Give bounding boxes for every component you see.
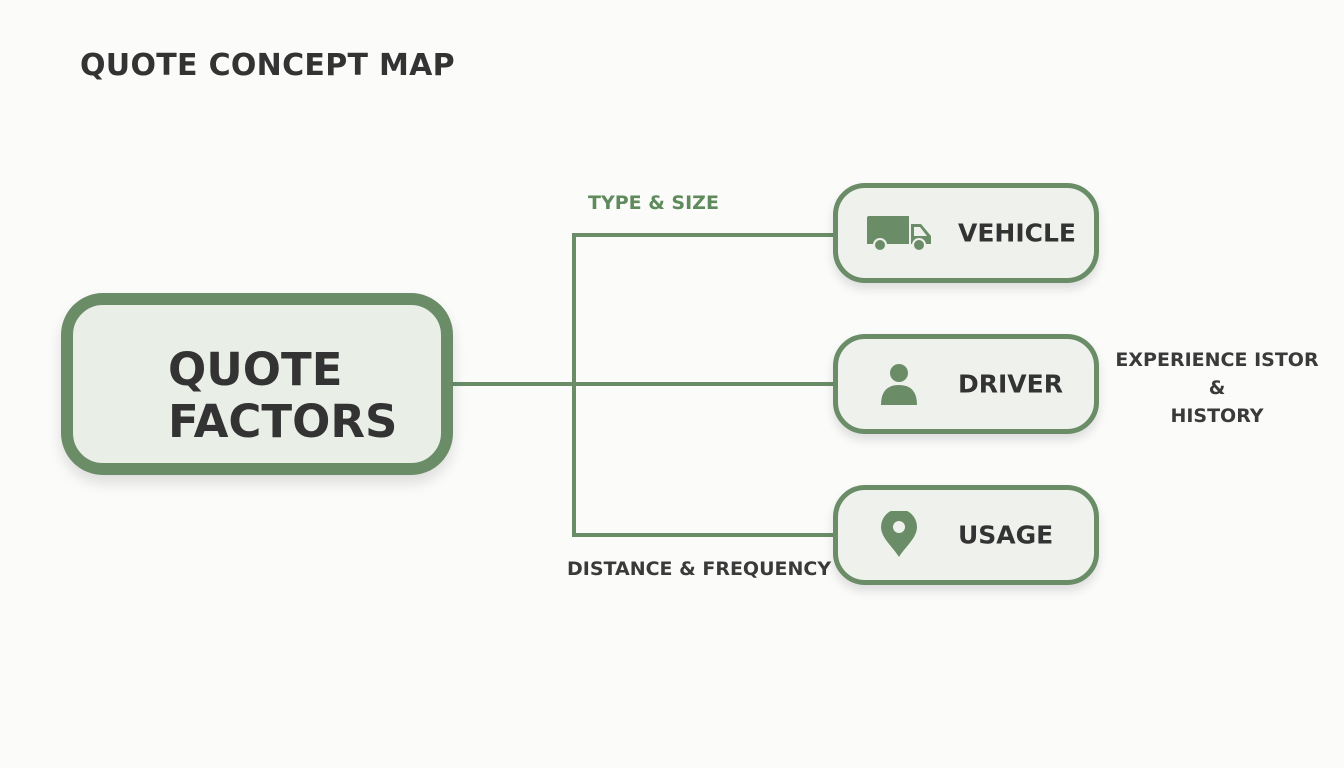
van-icon xyxy=(867,216,931,252)
node-usage: USAGE xyxy=(833,485,1099,585)
central-node-quote-factors: QUOTE FACTORS xyxy=(61,293,453,475)
driver-annotation-line-1: EXPERIENCE ISTOR & xyxy=(1115,349,1319,399)
driver-annotation-line-2: HISTORY xyxy=(1170,405,1264,427)
edge-label-type-size: TYPE & SIZE xyxy=(588,192,719,214)
central-node-line-1: QUOTE xyxy=(168,343,343,396)
central-node-line-2: FACTORS xyxy=(168,395,398,448)
node-label-driver: DRIVER xyxy=(958,369,1063,399)
diagram-title: QUOTE CONCEPT MAP xyxy=(80,48,455,83)
edge-label-distance-frequency: DISTANCE & FREQUENCY xyxy=(567,558,832,580)
node-label-usage: USAGE xyxy=(958,520,1054,550)
location-pin-icon xyxy=(881,511,917,557)
node-vehicle: VEHICLE xyxy=(833,183,1099,283)
person-icon xyxy=(881,364,917,405)
driver-annotation: EXPERIENCE ISTOR & HISTORY xyxy=(1112,346,1322,430)
node-driver: DRIVER xyxy=(833,334,1099,434)
node-label-vehicle: VEHICLE xyxy=(958,218,1077,248)
